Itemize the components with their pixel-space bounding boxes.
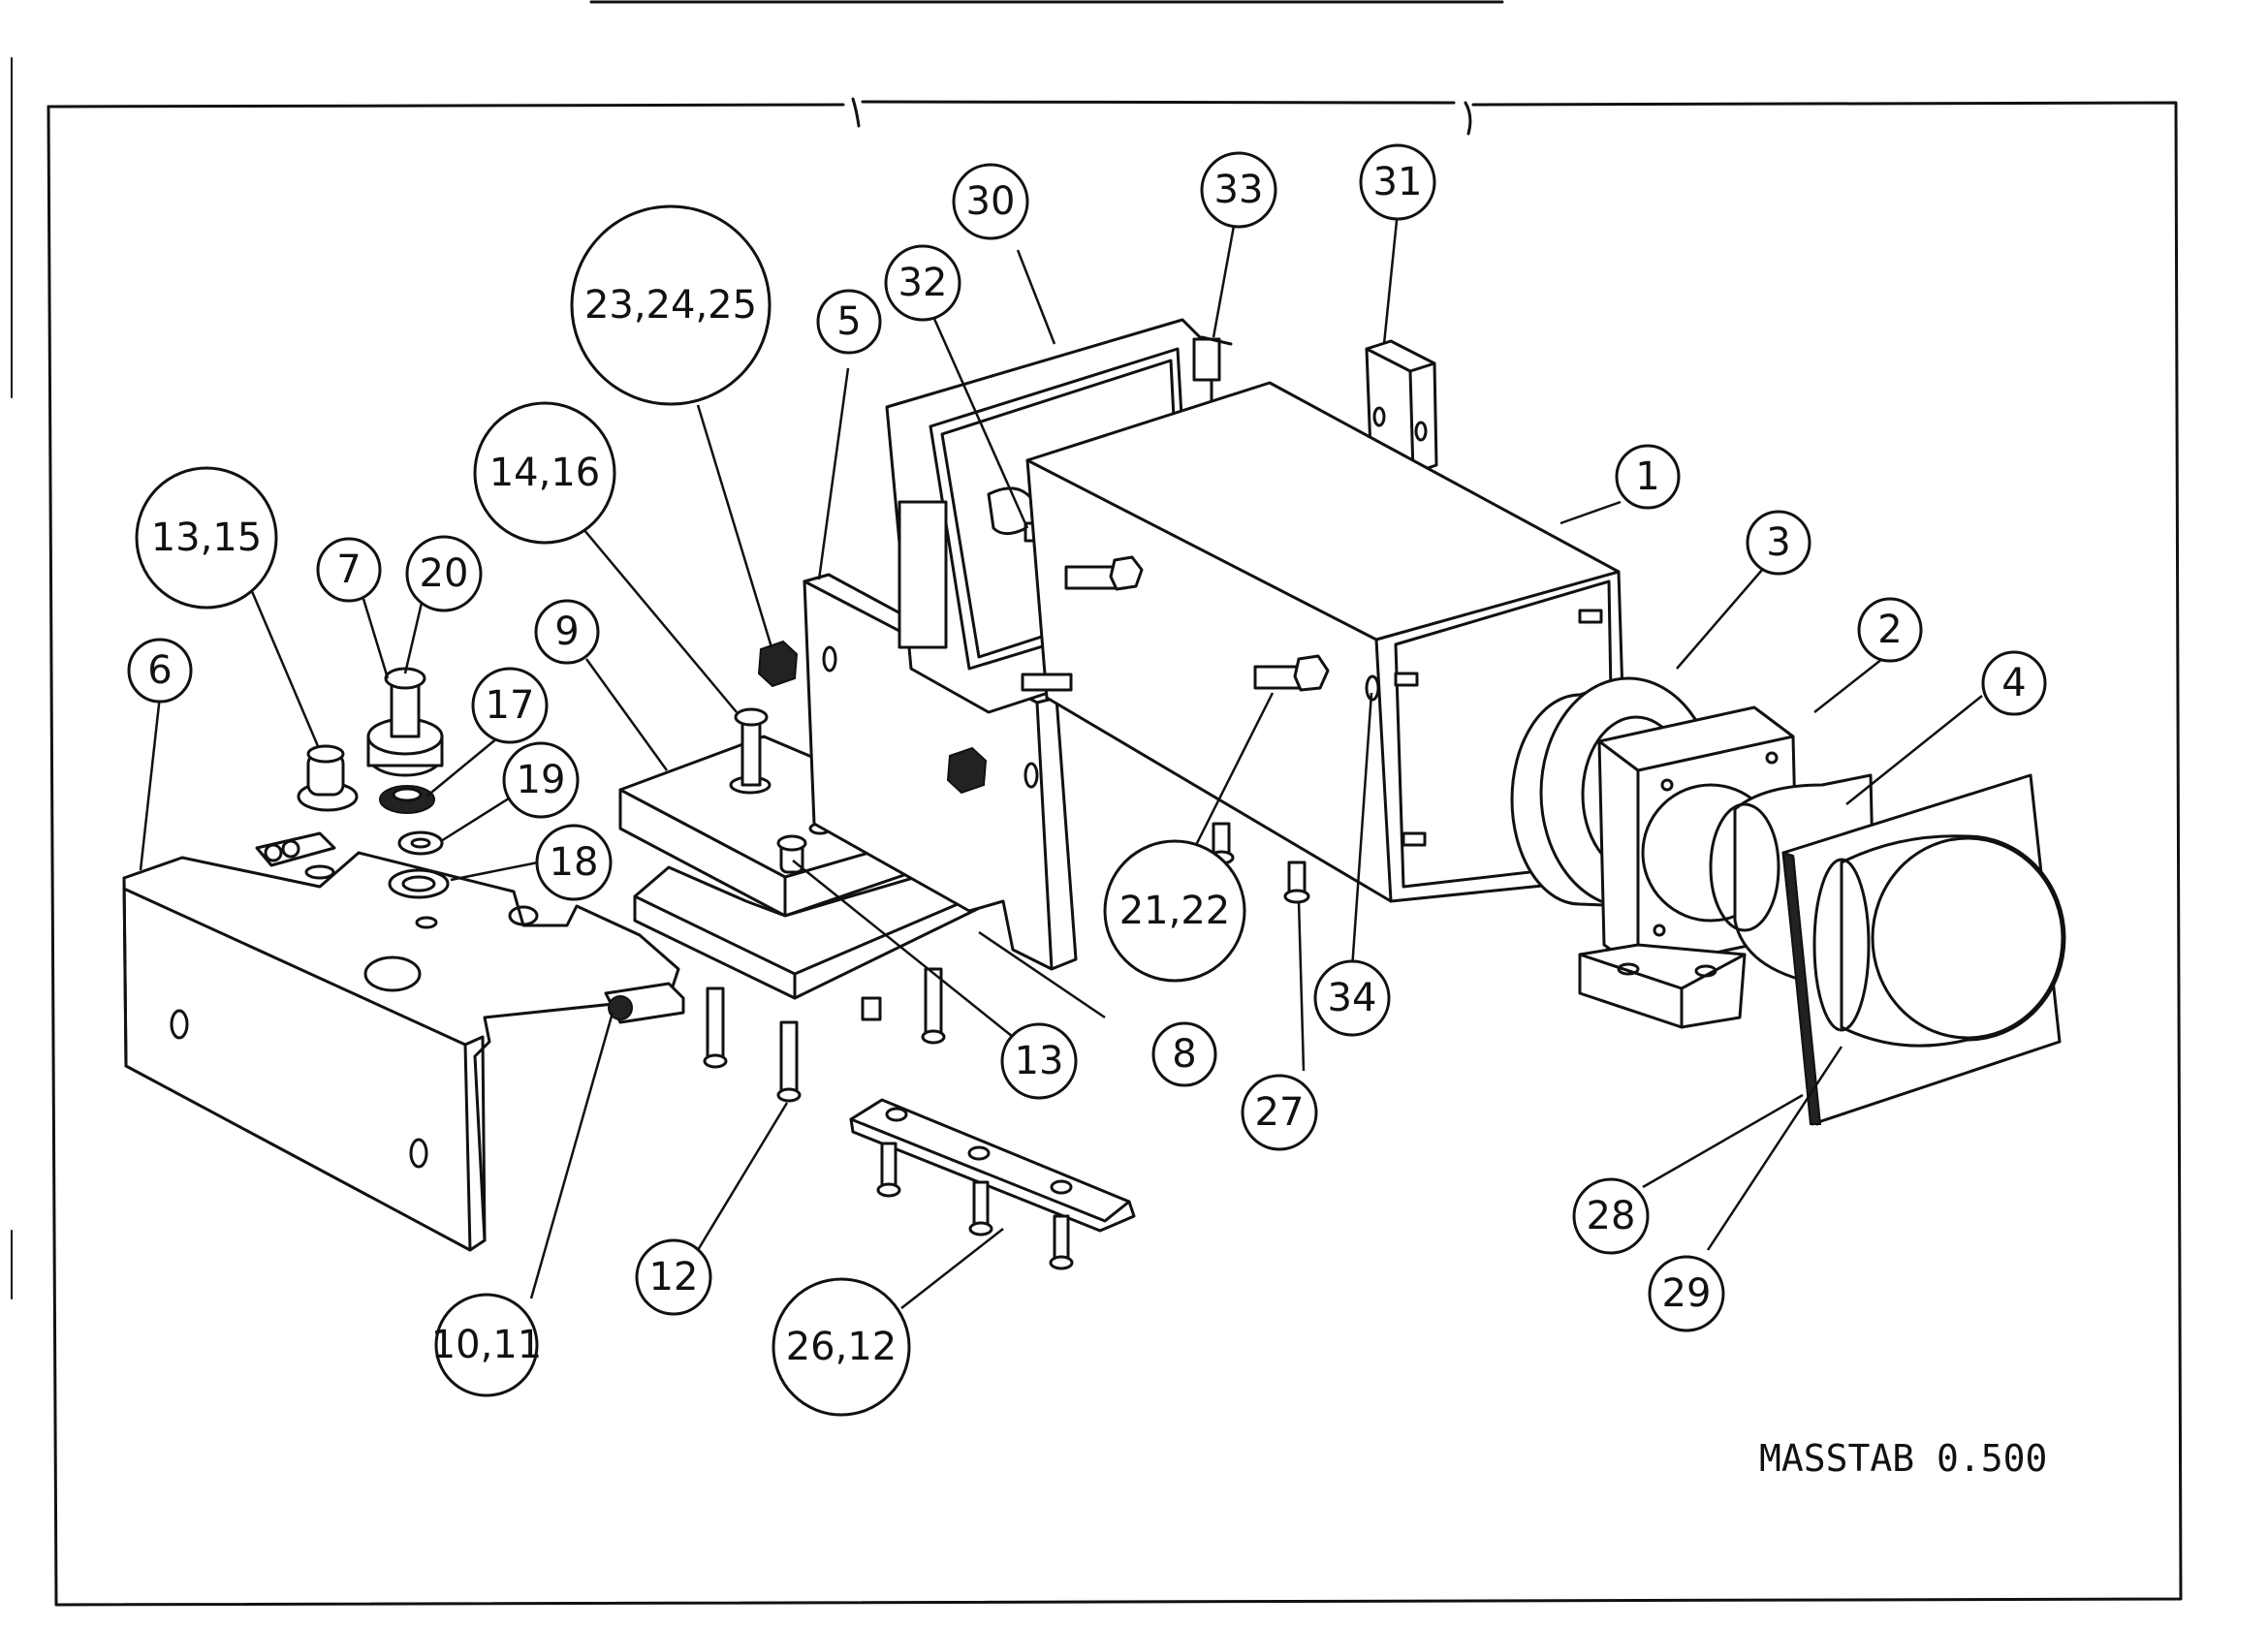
svg-text:21,22: 21,22 (1119, 889, 1231, 933)
svg-text:14,16: 14,16 (489, 451, 601, 495)
callout-32: 32 (884, 244, 961, 322)
svg-text:23,24,25: 23,24,25 (584, 283, 757, 328)
part-6-base-bracket (122, 851, 685, 1252)
part-7-knob (366, 667, 444, 777)
callout-27: 27 (1241, 1074, 1318, 1151)
callout-17: 17 (471, 667, 549, 744)
svg-text:32: 32 (898, 261, 948, 305)
svg-text:30: 30 (966, 179, 1016, 224)
svg-text:26,12: 26,12 (786, 1325, 898, 1369)
callout-13-15: 13,15 (135, 466, 278, 610)
callout-21-22: 21,22 (1103, 839, 1246, 983)
callout-7: 7 (316, 537, 382, 603)
callout-20: 20 (405, 535, 483, 612)
callout-13: 13 (1000, 1022, 1078, 1100)
part-8-bottom-plate (633, 851, 1005, 1103)
svg-text:10,11: 10,11 (431, 1323, 543, 1367)
callout-30: 30 (952, 163, 1029, 240)
svg-text:13,15: 13,15 (151, 516, 263, 560)
callout-19: 19 (502, 741, 580, 819)
svg-text:1: 1 (1635, 454, 1659, 499)
callout-34: 34 (1313, 959, 1391, 1037)
svg-text:6: 6 (147, 648, 172, 693)
callout-29: 29 (1648, 1255, 1725, 1332)
svg-text:9: 9 (554, 610, 579, 654)
svg-text:2: 2 (1877, 608, 1902, 652)
callout-10-11: 10,11 (431, 1293, 543, 1397)
callout-23-24-25: 23,24,25 (570, 204, 772, 406)
part-28-29-end-plate-cap (1781, 773, 2066, 1126)
part-17-19-18-washers (379, 785, 450, 899)
callout-31: 31 (1359, 143, 1436, 221)
drawing-frame (11, 0, 2183, 1607)
svg-text:7: 7 (336, 548, 361, 592)
callout-12: 12 (635, 1238, 712, 1316)
svg-text:5: 5 (836, 299, 861, 344)
svg-text:34: 34 (1328, 976, 1377, 1020)
svg-text:12: 12 (649, 1255, 699, 1299)
svg-text:33: 33 (1214, 168, 1264, 212)
callout-18: 18 (535, 824, 613, 901)
svg-text:31: 31 (1373, 160, 1423, 204)
callout-9: 9 (534, 599, 600, 665)
callout-14-16: 14,16 (473, 401, 616, 545)
callout-8: 8 (1151, 1021, 1217, 1087)
svg-text:4: 4 (2001, 661, 2026, 705)
scale-note: MASSTAB 0.500 (1759, 1437, 2047, 1480)
leader-lines (139, 210, 1983, 1309)
callout-5: 5 (816, 289, 882, 355)
svg-text:29: 29 (1662, 1271, 1712, 1316)
callout-2: 2 (1857, 597, 1923, 663)
svg-text:19: 19 (517, 758, 566, 802)
callout-1: 1 (1615, 444, 1681, 510)
svg-text:17: 17 (486, 683, 535, 728)
part-13-15-screw-washer (255, 744, 359, 867)
callout-28: 28 (1572, 1177, 1650, 1255)
part-26-rail-plate (849, 1098, 1136, 1270)
callout-26-12: 26,12 (772, 1277, 911, 1417)
callout-4: 4 (1981, 650, 2047, 716)
svg-text:18: 18 (550, 840, 599, 885)
svg-text:20: 20 (420, 551, 469, 596)
svg-text:8: 8 (1172, 1032, 1196, 1077)
svg-text:28: 28 (1587, 1194, 1636, 1238)
svg-text:27: 27 (1255, 1090, 1305, 1135)
svg-text:3: 3 (1766, 520, 1790, 565)
part-31-bracket (1365, 339, 1438, 475)
callout-3: 3 (1746, 510, 1811, 576)
callout-6: 6 (127, 638, 193, 704)
svg-text:13: 13 (1015, 1039, 1064, 1083)
callout-33: 33 (1200, 151, 1277, 229)
